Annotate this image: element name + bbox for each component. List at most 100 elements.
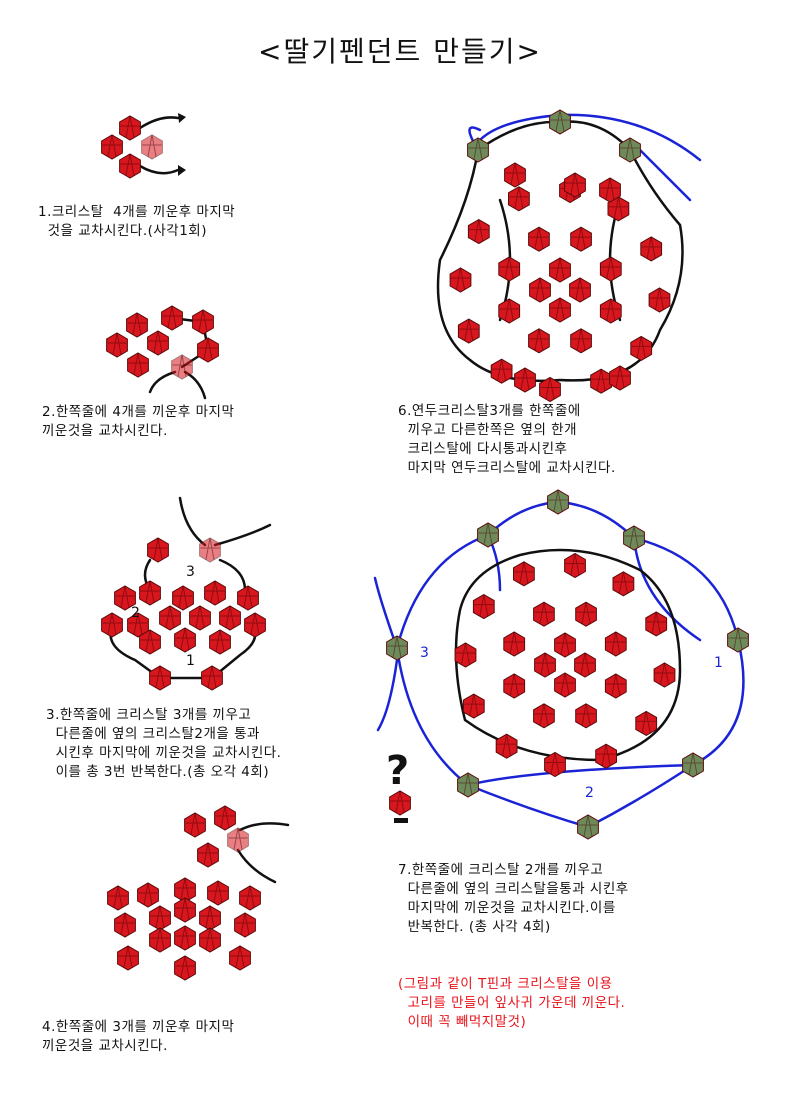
step-3-text: 3.한쪽줄에 크리스탈 3개를 끼우고 다른줄에 옆의 크리스탈2개을 통과 시… (46, 707, 282, 780)
bead-facet (641, 236, 661, 259)
bead-facet (198, 842, 218, 865)
bead-facet (230, 945, 250, 968)
red-crystal-bead (630, 335, 653, 361)
red-crystal-bead (575, 703, 597, 729)
green-crystal-bead (547, 489, 569, 515)
bead-facet (150, 905, 170, 928)
green-crystal-bead (457, 772, 479, 798)
bead-facet (200, 927, 220, 950)
red-crystal-bead (139, 580, 161, 606)
bead-facet (601, 256, 621, 279)
green-crystal-bead (619, 137, 641, 163)
red-crystal-bead (498, 298, 521, 324)
red-crystal-bead (534, 652, 556, 678)
red-crystal-bead (529, 277, 551, 303)
bead-facet (576, 602, 596, 624)
bead-facet (458, 772, 478, 795)
red-crystal-bead (227, 827, 249, 853)
bead-facet (464, 694, 484, 716)
bead-facet (499, 256, 519, 279)
bead-facet (570, 277, 590, 300)
bead-facet (535, 652, 555, 675)
step-7-text: 7.한쪽줄에 크리스탈 2개를 끼우고 다른줄에 옆의 크리스탈을통과 시킨후 … (398, 862, 629, 1030)
bead-facet (215, 805, 235, 828)
red-crystal-bead (462, 693, 485, 719)
red-crystal-bead (161, 305, 183, 331)
bead-facet (220, 605, 240, 628)
bead-facet (228, 827, 248, 850)
red-crystal-bead (528, 226, 550, 252)
bead-facet (455, 642, 476, 665)
red-crystal-bead (604, 631, 627, 657)
red-crystal-bead (244, 612, 266, 638)
red-crystal-bead (159, 605, 181, 631)
red-crystal-bead (544, 751, 566, 778)
red-crystal-bead (192, 309, 214, 335)
bead-facet (606, 673, 626, 696)
step-7-label-3: 3 (420, 645, 429, 661)
bead-facet (202, 665, 222, 688)
bead-facet (235, 912, 255, 935)
red-crystal-bead (106, 332, 128, 358)
bead-facet (565, 172, 585, 195)
red-crystal-bead (174, 897, 196, 923)
thread-arrow (236, 848, 277, 884)
red-crystal-bead (599, 298, 622, 324)
bead-facet (550, 257, 570, 280)
bead-facet (128, 612, 148, 635)
bead-facet (120, 153, 140, 176)
arrow-head (178, 165, 186, 176)
red-crystal-bead (201, 665, 223, 691)
bead-facet (565, 553, 585, 576)
red-crystal-bead (575, 601, 597, 627)
bead-facet (548, 489, 568, 512)
red-crystal-bead (609, 365, 631, 391)
bead-facet (128, 352, 148, 375)
green-crystal-bead (549, 109, 571, 135)
bead-facet (505, 162, 525, 185)
bead-facet (387, 635, 407, 658)
red-crystal-bead (174, 627, 196, 653)
bead-facet (624, 525, 644, 548)
bead-facet (198, 337, 218, 360)
thread-arrow (213, 523, 272, 547)
step-3-label-1: 1 (186, 653, 195, 669)
bead-facet (205, 580, 225, 603)
red-crystal-bead (513, 561, 535, 587)
bead-facet (606, 631, 626, 654)
bead-facet (504, 673, 524, 696)
red-crystal-bead (207, 880, 229, 906)
red-crystal-bead (554, 632, 576, 658)
bead-facet (613, 571, 633, 594)
bead-facet (468, 137, 488, 160)
red-crystal-bead (147, 537, 169, 563)
thread-line (436, 148, 684, 383)
bead-facet (555, 672, 575, 695)
bead-facet (200, 537, 220, 560)
bead-facet (120, 115, 140, 138)
bead-facet (529, 328, 549, 351)
green-crystal-bead (477, 522, 499, 548)
bead-facet (492, 359, 512, 381)
red-crystal-bead (449, 267, 472, 293)
red-crystal-bead (101, 612, 123, 638)
bead-facet (150, 665, 170, 688)
bead-facet (529, 227, 549, 249)
thread-line (138, 116, 180, 130)
step-7-label-1: 1 (714, 655, 723, 671)
red-crystal-bead (564, 172, 586, 198)
red-crystal-bead (174, 925, 196, 951)
bead-facet (238, 585, 258, 608)
red-crystal-bead (504, 162, 526, 188)
red-crystal-bead (114, 912, 136, 938)
bead-facet (497, 734, 517, 756)
bead-facet (571, 227, 591, 249)
bead-facet (469, 219, 489, 242)
bead-facet (102, 134, 122, 157)
step-3-label-2: 2 (131, 605, 140, 621)
bead-facet (509, 186, 529, 209)
bead-facet (596, 744, 616, 766)
bead-facet (631, 336, 651, 359)
thread-line (138, 164, 180, 175)
